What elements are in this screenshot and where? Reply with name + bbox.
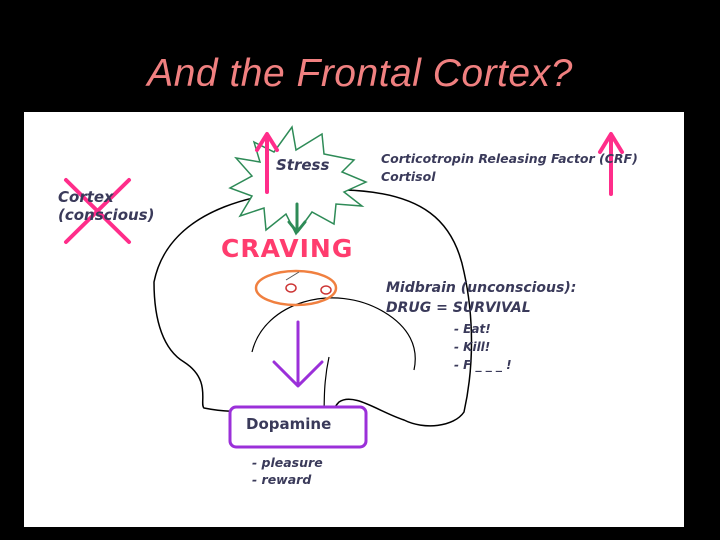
midbrain-nucleus-right bbox=[320, 285, 332, 295]
cortex-label-line2: (conscious) bbox=[58, 206, 155, 224]
diagram-panel: Cortex (conscious) Stress Corticotropin … bbox=[24, 112, 684, 527]
stress-starburst-icon bbox=[228, 125, 368, 236]
cortisol-label: Cortisol bbox=[381, 169, 436, 184]
dopamine-label: Dopamine bbox=[246, 415, 332, 433]
down-arrow-green-icon bbox=[287, 202, 307, 234]
dopamine-effect-reward: - reward bbox=[252, 472, 312, 487]
survival-item-kill: - Kill! bbox=[454, 340, 491, 354]
slide-title: And the Frontal Cortex? bbox=[147, 52, 573, 95]
craving-label: CRAVING bbox=[221, 234, 354, 263]
survival-list: - Eat! - Kill! - F _ _ _ ! bbox=[454, 320, 512, 374]
midbrain-nucleus-left bbox=[285, 283, 297, 293]
dopamine-box bbox=[228, 405, 368, 449]
crf-label: Corticotropin Releasing Factor (CRF) bbox=[381, 151, 638, 166]
stress-label: Stress bbox=[276, 156, 330, 174]
down-arrow-dopamine-icon bbox=[272, 320, 324, 388]
dopamine-effect-pleasure: - pleasure bbox=[252, 455, 323, 470]
drug-survival-label: DRUG = SURVIVAL bbox=[386, 300, 531, 316]
survival-item-eat: - Eat! bbox=[454, 322, 491, 336]
cross-out-mark bbox=[64, 178, 131, 244]
cortex-label-line1: Cortex bbox=[58, 188, 114, 206]
up-arrow-crf-icon bbox=[598, 132, 624, 196]
midbrain-label: Midbrain (unconscious): bbox=[386, 280, 577, 296]
up-arrow-stress-icon bbox=[255, 132, 279, 194]
survival-item-f: - F _ _ _ ! bbox=[454, 358, 512, 372]
brain-outline bbox=[153, 188, 473, 433]
cortex-label: Cortex (conscious) bbox=[58, 188, 154, 224]
dopamine-effects: - pleasure - reward bbox=[252, 454, 323, 488]
midbrain-ellipse bbox=[254, 269, 338, 307]
diagram-graphics bbox=[64, 125, 624, 449]
